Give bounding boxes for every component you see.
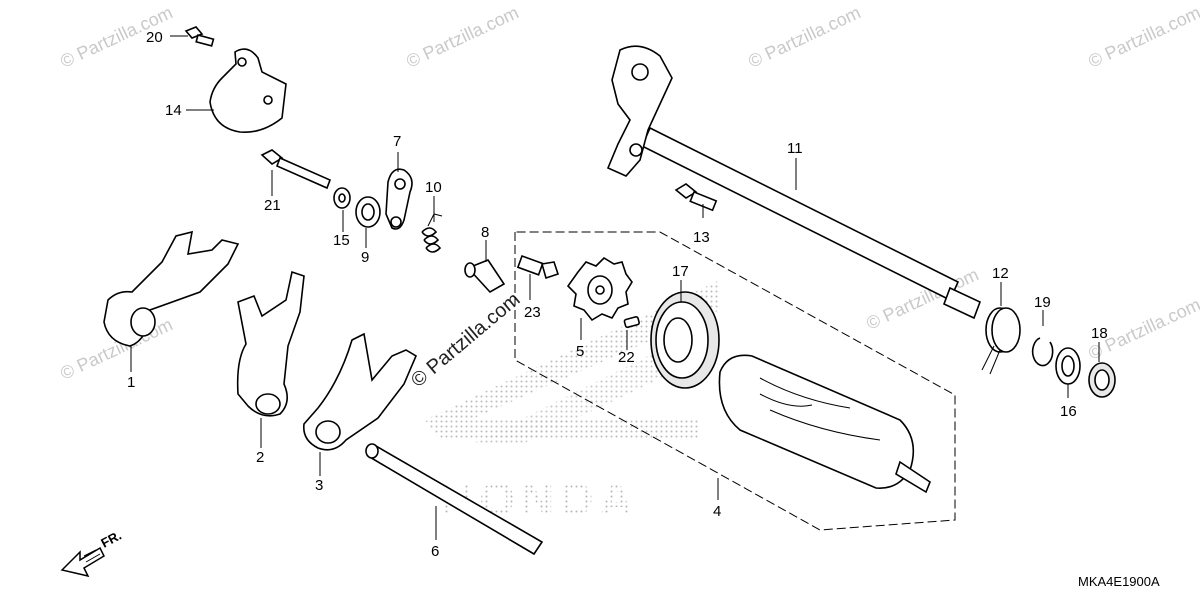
honda-wing-logo: HONDA	[425, 280, 720, 525]
callout-13[interactable]: 13	[693, 229, 710, 246]
drawing-code: MKA4E1900A	[1078, 574, 1160, 589]
front-direction-arrow: FR.	[60, 528, 124, 578]
callout-2[interactable]: 2	[256, 449, 264, 466]
part-2-shift-fork	[236, 270, 305, 417]
callout-20[interactable]: 20	[146, 29, 163, 46]
callout-17[interactable]: 17	[672, 263, 689, 280]
callout-8[interactable]: 8	[481, 224, 489, 241]
part-12-return-spring	[981, 307, 1021, 375]
part-10-spring	[421, 213, 443, 253]
callout-18[interactable]: 18	[1091, 325, 1108, 342]
callout-21[interactable]: 21	[264, 197, 281, 214]
callout-7[interactable]: 7	[393, 133, 401, 150]
part-7-stopper-arm	[385, 168, 413, 230]
part-21-bolt	[260, 149, 332, 190]
honda-logo-text: HONDA	[440, 473, 639, 525]
part-20-bolt	[184, 26, 215, 47]
watermark: © Partzilla.com	[1085, 2, 1200, 71]
watermark: © Partzilla.com	[745, 2, 863, 71]
callout-5[interactable]: 5	[576, 343, 584, 360]
part-14-guide-plate	[209, 48, 287, 134]
front-arrow-label: FR.	[98, 528, 124, 551]
part-19-circlip	[1031, 337, 1054, 367]
part-15-washer	[333, 187, 351, 209]
part-18-oil-seal	[1088, 362, 1116, 398]
callouts: 20 14 21 15 9 7 10 8 23 5 22 17 4 11 13 …	[127, 29, 1108, 560]
part-8-pin	[464, 259, 506, 294]
part-11-shift-shaft	[606, 45, 982, 320]
callout-3[interactable]: 3	[315, 477, 323, 494]
leader-lines	[130, 35, 1100, 540]
callout-12[interactable]: 12	[992, 265, 1009, 282]
watermark: © Partzilla.com	[403, 2, 521, 71]
callout-4[interactable]: 4	[713, 503, 721, 520]
callout-19[interactable]: 19	[1034, 294, 1051, 311]
callout-14[interactable]: 14	[165, 102, 182, 119]
watermark-center: © Partzilla.com	[407, 288, 524, 391]
subassembly-outline	[514, 231, 956, 531]
part-6-fork-shaft	[365, 443, 544, 556]
part-22-dowel-pin	[623, 316, 640, 329]
part-9-washer	[355, 196, 381, 228]
callout-9[interactable]: 9	[361, 249, 369, 266]
part-23-bolt	[516, 254, 560, 280]
part-5-shift-drum-center	[566, 256, 633, 322]
part-1-shift-fork	[103, 230, 240, 347]
callout-23[interactable]: 23	[524, 304, 541, 321]
part-4-shift-drum	[718, 354, 931, 494]
callout-15[interactable]: 15	[333, 232, 350, 249]
callout-16[interactable]: 16	[1060, 403, 1077, 420]
part-17-bearing	[650, 291, 720, 389]
part-16-washer	[1055, 347, 1081, 385]
callout-6[interactable]: 6	[431, 543, 439, 560]
callout-10[interactable]: 10	[425, 179, 442, 196]
part-13-bolt	[674, 183, 718, 212]
part-3-shift-fork	[302, 332, 418, 451]
callout-1[interactable]: 1	[127, 374, 135, 391]
callout-11[interactable]: 11	[787, 140, 803, 157]
callout-22[interactable]: 22	[618, 349, 635, 366]
